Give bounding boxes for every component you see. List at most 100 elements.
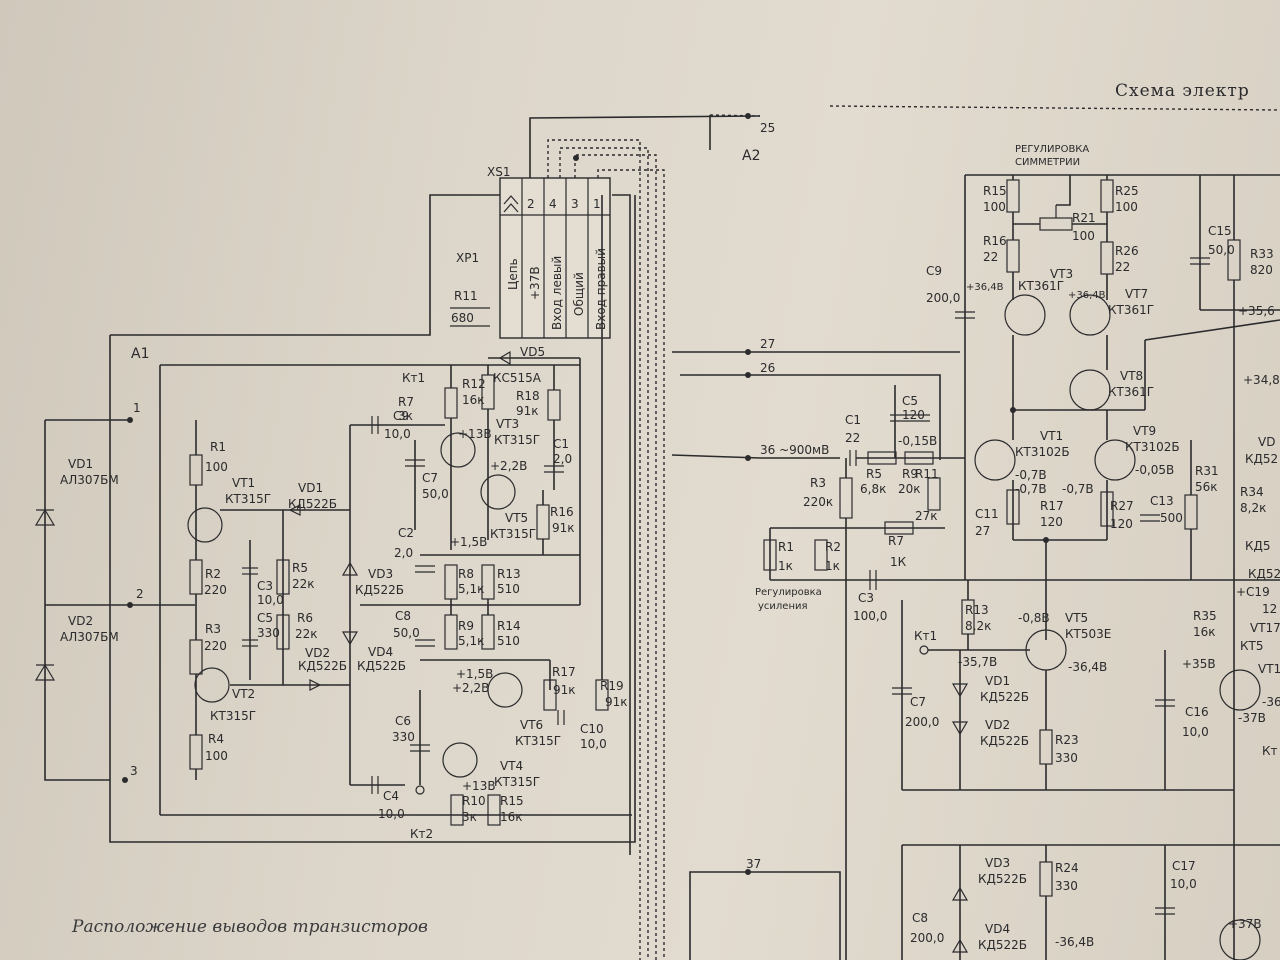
c11-ref: C11 — [975, 507, 999, 521]
vt3b-type: КТ315Г — [494, 433, 540, 447]
gain-adjust-label: Регулировка — [755, 587, 822, 598]
vt8-ref: VT8 — [1120, 369, 1143, 383]
c1-a2-ref: C1 — [845, 413, 861, 427]
r5-value: 22к — [292, 577, 315, 591]
node-27: 27 — [760, 337, 775, 351]
c9-a2-ref: C9 — [926, 264, 942, 278]
r1-a2-ref: R1 — [778, 540, 794, 554]
r34-ref: R34 — [1240, 485, 1264, 499]
r17-ref: R17 — [552, 665, 576, 679]
r24-value: 330 — [1055, 879, 1078, 893]
connector-xs1-label: XS1 — [487, 165, 510, 179]
c13-value: 500 — [1160, 511, 1183, 525]
r19-ref: R19 — [600, 679, 624, 693]
c4-value: 10,0 — [378, 807, 405, 821]
r6-ref: R6 — [297, 611, 313, 625]
kt-right: Кт — [1262, 744, 1278, 758]
vt5-ref: VT5 — [505, 511, 528, 525]
r9-ref: R9 — [458, 619, 474, 633]
pin-4: 4 — [549, 197, 557, 211]
vt5-a2-ve: -36,4В — [1068, 660, 1107, 674]
c9-value: 2,0 — [553, 452, 572, 466]
node-35v: +35В — [1182, 657, 1216, 671]
node-37: 37 — [746, 857, 761, 871]
r33-value: 820 — [1250, 263, 1273, 277]
vt5-a2-ref: VT5 — [1065, 611, 1088, 625]
vd3-type: КД522Б — [355, 583, 404, 597]
vt5-a2-type: КТ503Е — [1065, 627, 1111, 641]
vd5-right-type: КД5 — [1245, 539, 1271, 553]
r21-ref: R21 — [1072, 211, 1096, 225]
symmetry-adjust-label: РЕГУЛИРОВКА — [1015, 144, 1089, 155]
c8-value: 50,0 — [393, 626, 420, 640]
vt7-type: КТ361Г — [1108, 303, 1154, 317]
vt7-voltage: +36,4В — [1068, 290, 1106, 301]
a1-node-3: 3 — [130, 764, 138, 778]
gain-adjust-label-2: усиления — [758, 601, 808, 612]
c3-ref: C9 — [393, 409, 409, 423]
pin-3: 3 — [571, 197, 579, 211]
conn-label-input-left: Вход левый — [550, 256, 564, 330]
c16-value: 10,0 — [1182, 725, 1209, 739]
r18-ref: R18 — [516, 389, 540, 403]
vt2-type: КТ315Г — [210, 709, 256, 723]
c6-ref: C6 — [395, 714, 411, 728]
vd1-a2-ref: VD1 — [985, 674, 1010, 688]
r4-value: 100 — [205, 749, 228, 763]
kt1-label: Кт1 — [402, 371, 425, 385]
kt1-a2-label: Кт1 — [914, 629, 937, 643]
r5-a2-ref: R5 — [866, 467, 882, 481]
c9-a2-value: 200,0 — [926, 291, 960, 305]
r9-value: 5,1к — [458, 634, 484, 648]
vt6-ref: VT6 — [520, 718, 543, 732]
r26-ref: R26 — [1115, 244, 1139, 258]
kt2-label: Кт2 — [410, 827, 433, 841]
r21-value: 100 — [1072, 229, 1095, 243]
r8-ref: R8 — [458, 567, 474, 581]
r12-value: 16к — [462, 393, 485, 407]
vt9-ref: VT9 — [1133, 424, 1156, 438]
c11-value: 27 — [975, 524, 990, 538]
r24-ref: R24 — [1055, 861, 1079, 875]
conn-label-circuit: Цепь — [506, 258, 520, 290]
r6-value: 22к — [295, 627, 318, 641]
r11-value-top: R11 — [454, 289, 478, 303]
vd5-type: КС515А — [493, 371, 542, 385]
c8-a2-value: 200,0 — [910, 931, 944, 945]
r25-ref: R25 — [1115, 184, 1139, 198]
r9-a2-value: 20к — [898, 482, 921, 496]
r15-a2-ref: R15 — [983, 184, 1007, 198]
r34-value: 8,2к — [1240, 501, 1266, 515]
r2-a2-ref: R2 — [825, 540, 841, 554]
vd2-a2-ref: VD2 — [985, 718, 1010, 732]
vd2-ref: VD2 — [305, 646, 330, 660]
r16-ref: R16 — [550, 505, 574, 519]
r2-a2-value: 1к — [825, 559, 840, 573]
c3-a2-ref: C3 — [858, 591, 874, 605]
vd1-type: КД522Б — [288, 497, 337, 511]
node-15v-bottom: +1,5В — [456, 667, 493, 681]
a1-node-1: 1 — [133, 401, 141, 415]
r35-ref: R35 — [1193, 609, 1217, 623]
r33-ref: R33 — [1250, 247, 1274, 261]
vt6-type: КТ315Г — [515, 734, 561, 748]
c3-a2-value: 100,0 — [853, 609, 887, 623]
node-348: +34,8 — [1243, 373, 1280, 387]
r15-a2-value: 100 — [983, 200, 1006, 214]
vd2-type: КД522Б — [298, 659, 347, 673]
r18-value: 91к — [516, 404, 539, 418]
c7-a2-ref: C7 — [910, 695, 926, 709]
node-37v: -37В — [1238, 711, 1266, 725]
r3-value: 220 — [204, 639, 227, 653]
r9-a2-ref: R9 — [902, 467, 918, 481]
r13-a2-value: 8,2к — [965, 619, 991, 633]
r15-value: 16к — [500, 810, 523, 824]
r10-ref: R10 — [462, 794, 486, 808]
r8-value: 5,1к — [458, 582, 484, 596]
r7-value: 3к — [398, 409, 413, 423]
vt3-plus13: +13В — [458, 427, 492, 441]
r27-value: 120 — [1110, 517, 1133, 531]
r26-value: 22 — [1115, 260, 1130, 274]
sheet-title: Схема электр — [1115, 81, 1250, 101]
